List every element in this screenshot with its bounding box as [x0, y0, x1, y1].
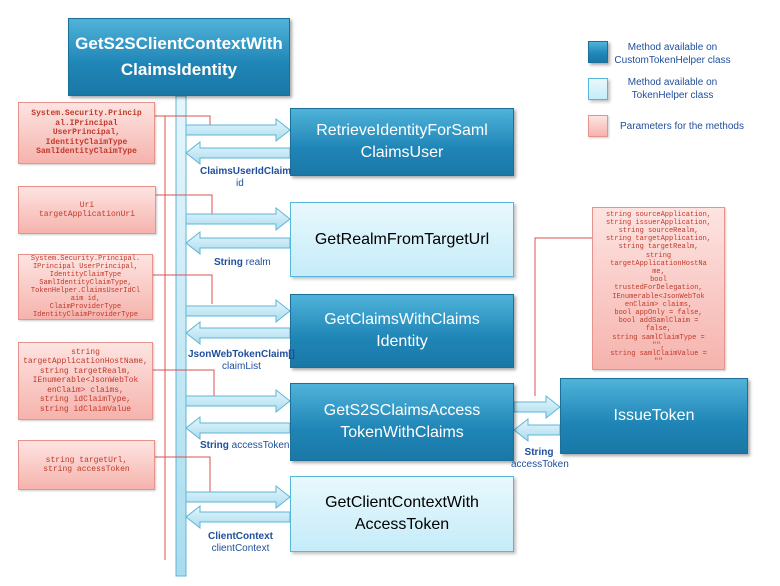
spine-bar — [175, 95, 187, 577]
return-name: accessToken — [231, 440, 290, 451]
params-get-s2s-claims: string targetApplicationHostName, string… — [18, 342, 153, 420]
return-type: ClaimsUserIdClaim — [200, 166, 292, 177]
legend-label-tokenhelper: Method available on TokenHelper class — [627, 77, 718, 101]
return-label-get-s2s-claims: String accessToken — [200, 440, 289, 452]
param-line — [534, 237, 592, 396]
return-arrow — [185, 230, 291, 256]
call-arrow — [185, 298, 291, 324]
method-issue-token: IssueToken — [560, 378, 748, 454]
legend-swatch-params — [588, 115, 608, 137]
return-label-get-claims: JsonWebTokenClaim[] claimList — [188, 349, 295, 373]
return-type: ClientContext — [208, 531, 273, 542]
return-type: String — [524, 447, 554, 458]
call-arrow — [185, 484, 291, 510]
return-label-get-client-context: ClientContext clientContext — [208, 531, 273, 555]
legend-label-custom: Method available on CustomTokenHelper cl… — [614, 42, 731, 66]
main-method-box: GetS2SClientContextWith ClaimsIdentity — [68, 18, 290, 96]
method-get-claims: GetClaimsWithClaims Identity — [290, 294, 514, 368]
return-name: accessToken — [511, 459, 569, 470]
params-issue-token: string sourceApplication, string issuerA… — [592, 207, 725, 370]
param-line — [155, 456, 211, 492]
param-line — [153, 274, 213, 304]
return-arrow — [185, 415, 291, 441]
return-type: String — [214, 257, 243, 268]
call-arrow — [185, 388, 291, 414]
return-name: realm — [245, 257, 271, 268]
call-arrow — [185, 206, 291, 232]
return-arrow — [185, 140, 291, 166]
legend-swatch-tokenhelper — [588, 78, 608, 100]
return-name: clientContext — [211, 543, 270, 554]
return-arrow — [185, 504, 291, 530]
return-type: JsonWebTokenClaim[] — [188, 349, 295, 360]
method-get-realm: GetRealmFromTargetUrl — [290, 202, 514, 277]
param-line — [153, 369, 215, 396]
param-line — [165, 115, 211, 126]
call-arrow — [513, 394, 561, 420]
call-arrow — [185, 117, 291, 143]
return-type: String — [200, 440, 229, 451]
return-label-retrieve-identity: ClaimsUserIdClaim id — [200, 166, 291, 190]
method-retrieve-identity: RetrieveIdentityForSaml ClaimsUser — [290, 108, 514, 176]
return-arrow — [513, 417, 561, 443]
return-label-get-realm: String realm — [214, 257, 271, 269]
legend-swatch-custom — [588, 41, 608, 63]
legend-label-params: Parameters for the methods — [620, 121, 744, 132]
params-get-realm: Uri targetApplicationUri — [18, 186, 156, 234]
param-line — [155, 115, 166, 560]
return-name: id — [236, 178, 244, 189]
method-get-client-context: GetClientContextWith AccessToken — [290, 476, 514, 552]
params-get-claims: System.Security.Principal. IPrincipal Us… — [18, 254, 153, 320]
return-label-issue-token: String accessToken — [511, 447, 569, 471]
param-line — [156, 194, 213, 214]
method-get-s2s-claims-access-token: GetS2SClaimsAccess TokenWithClaims — [290, 383, 514, 461]
return-name: claimList — [222, 361, 261, 372]
params-get-client-context: string targetUrl, string accessToken — [18, 440, 155, 490]
params-retrieve-identity: System.Security.Princip al.IPrincipal Us… — [18, 102, 155, 164]
return-arrow — [185, 320, 291, 346]
